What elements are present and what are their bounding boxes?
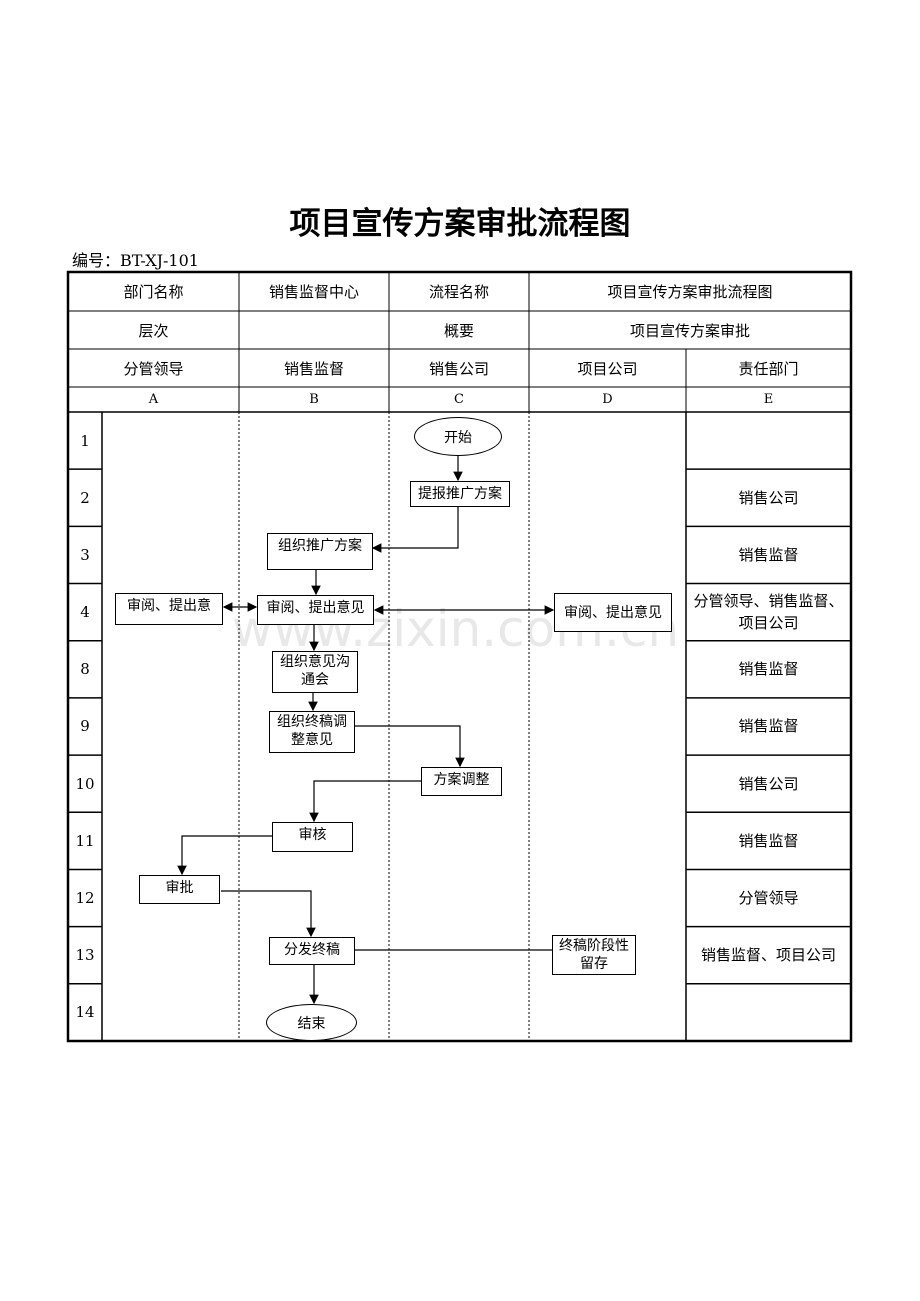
row-number: 11	[75, 831, 95, 850]
responsible-dept: 销售监督	[738, 717, 799, 736]
header-level-label: 层次	[138, 321, 169, 340]
row-number: 3	[80, 545, 90, 564]
lane-d-name: 项目公司	[577, 359, 638, 378]
responsible-dept	[686, 412, 851, 469]
review-b-node: 审阅、提出意见	[257, 595, 374, 625]
col-letter-c: C	[454, 392, 464, 407]
row-number: 14	[75, 1003, 95, 1022]
row-number: 13	[75, 946, 95, 965]
header-summary-value: 项目宣传方案审批	[629, 321, 750, 340]
responsible-dept: 分管领导、销售监督、项目公司	[693, 592, 844, 633]
row-number: 9	[80, 717, 90, 736]
document-title: 项目宣传方案审批流程图	[289, 206, 631, 242]
header-level-value	[239, 311, 389, 349]
review-a-node: 审阅、提出意	[115, 593, 223, 625]
review-d-node: 审阅、提出意见	[554, 593, 672, 632]
end-node: 结束	[266, 1004, 357, 1041]
header-dept-label: 部门名称	[123, 283, 184, 301]
header-process-value: 项目宣传方案审批流程图	[607, 283, 773, 301]
plan-adjust-node: 方案调整	[421, 767, 502, 796]
opinion-meeting-node: 组织意见沟通会	[272, 651, 358, 693]
responsible-dept: 销售监督	[738, 831, 799, 850]
distribute-node: 分发终稿	[269, 937, 355, 965]
header-dept-value: 销售监督中心	[268, 283, 359, 301]
responsible-dept: 销售监督	[738, 660, 799, 679]
responsible-dept: 分管领导	[738, 889, 799, 908]
final-adjust-node: 组织终稿调整意见	[269, 711, 355, 753]
lane-c-name: 销售公司	[428, 359, 489, 378]
archive-node: 终稿阶段性留存	[552, 935, 636, 975]
lane-a-name: 分管领导	[123, 359, 184, 378]
responsible-dept: 销售公司	[738, 488, 799, 507]
organize-plan-node: 组织推广方案	[267, 533, 373, 570]
col-letter-d: D	[602, 392, 613, 407]
audit-node: 审核	[272, 822, 353, 852]
row-number: 8	[80, 660, 90, 679]
approve-node: 审批	[139, 875, 220, 904]
responsible-dept: 销售公司	[738, 774, 799, 793]
row-number: 12	[75, 889, 95, 908]
col-letter-b: B	[309, 392, 319, 407]
responsible-dept: 销售监督、项目公司	[700, 946, 836, 965]
header-process-label: 流程名称	[428, 283, 489, 301]
submit-plan-node: 提报推广方案	[410, 481, 510, 507]
row-number: 1	[80, 431, 90, 450]
lane-b-name: 销售监督	[283, 359, 344, 378]
row-number: 10	[75, 774, 95, 793]
document-code: 编号：BT-XJ-101	[72, 251, 199, 270]
col-letter-a: A	[148, 392, 159, 407]
responsible-dept	[686, 984, 851, 1041]
row-number: 2	[80, 488, 90, 507]
responsible-dept: 销售监督	[738, 545, 799, 564]
start-node: 开始	[414, 417, 502, 456]
col-letter-e: E	[763, 392, 774, 407]
header-summary-label: 概要	[443, 321, 474, 340]
lane-e-name: 责任部门	[738, 359, 799, 378]
row-number: 4	[80, 603, 90, 622]
